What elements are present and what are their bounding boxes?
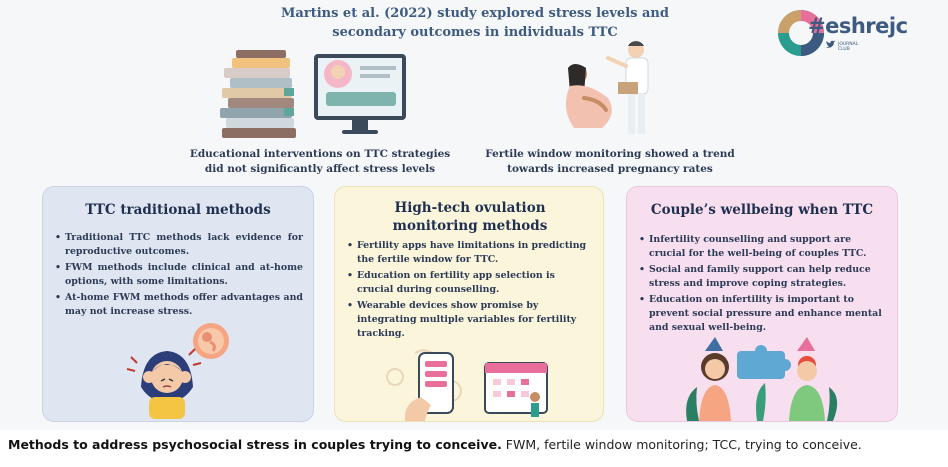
panel-ttc-traditional-methods: TTC traditional methods Traditional TTC … (42, 186, 314, 422)
panel-couples-wellbeing: Couple’s wellbeing when TTC Infertility … (626, 186, 898, 422)
figure-caption-rest: FWM, fertile window monitoring; TCC, try… (501, 437, 862, 452)
title-line-2: secondary outcomes in individuals TTC (332, 25, 618, 40)
caption-fertile-window: Fertile window monitoring showed a trend… (485, 148, 735, 175)
person-icon (530, 392, 540, 417)
monitor-icon (314, 54, 406, 134)
bullet-item: Traditional TTC methods lack evidence fo… (53, 231, 303, 259)
smartphone-icon (404, 352, 454, 421)
title-line-1: Martins et al. (2022) study explored str… (281, 6, 669, 21)
patient-icon (565, 64, 612, 128)
logo-sub-line-1: JOURNAL (838, 42, 859, 47)
infographic-title: Martins et al. (2022) study explored str… (250, 4, 700, 42)
logo-wordmark: #eshrejc (808, 14, 908, 38)
stress-lines-icon (126, 356, 138, 372)
books-and-monitor-illustration (220, 50, 406, 138)
logo-sub-line-2: CLUB (838, 47, 850, 52)
bullet-item: Education on infertility is important to… (637, 293, 887, 335)
logo-subtitle: JOURNAL CLUB (838, 42, 858, 52)
man-icon (789, 337, 825, 421)
puzzle-piece-icon (737, 345, 791, 379)
panel-high-tech-monitoring: High-tech ovulation monitoring methods F… (334, 186, 604, 422)
phone-calendar-illustration (386, 349, 548, 421)
woman-icon (141, 351, 193, 419)
plant-leaves-icon (686, 383, 838, 421)
bullet-item: Social and family support can help reduc… (637, 263, 887, 291)
woman-icon (699, 337, 731, 421)
infographic-frame: Martins et al. (2022) study explored str… (0, 0, 948, 430)
doctor-icon (606, 41, 649, 134)
doctor-patient-illustration (565, 41, 649, 134)
panel-title: High-tech ovulation monitoring methods (392, 200, 548, 234)
bullet-list: Infertility counselling and support are … (637, 233, 887, 337)
figure-caption: Methods to address psychosocial stress i… (8, 436, 943, 454)
caption-educational-interventions: Educational interventions on TTC strateg… (189, 148, 451, 175)
couple-illustration (686, 337, 838, 421)
book-stack-icon (220, 50, 296, 138)
panel-title: Couple’s wellbeing when TTC (650, 202, 874, 218)
eshrejc-logo-icon (778, 10, 824, 56)
bullet-item: Infertility counselling and support are … (637, 233, 887, 261)
bullet-item: Wearable devices show promise by integra… (345, 299, 593, 341)
bullet-list: Traditional TTC methods lack evidence fo… (53, 231, 303, 321)
fetus-icon (193, 323, 229, 359)
twitter-bird-icon (826, 40, 836, 48)
stressed-woman-illustration (126, 323, 229, 419)
bullet-item: Fertility apps have limitations in predi… (345, 239, 593, 267)
bullet-list: Fertility apps have limitations in predi… (345, 239, 593, 343)
bullet-item: FWM methods include clinical and at-home… (53, 261, 303, 289)
figure-caption-bold: Methods to address psychosocial stress i… (8, 437, 502, 452)
bullet-item: At-home FWM methods offer advantages and… (53, 291, 303, 319)
panel-title: TTC traditional methods (85, 202, 271, 218)
bullet-item: Education on fertility app selection is … (345, 269, 593, 297)
